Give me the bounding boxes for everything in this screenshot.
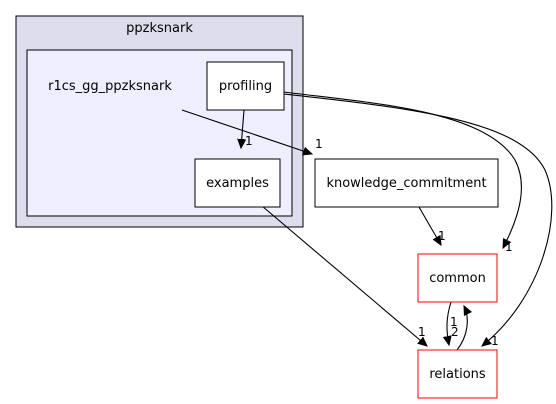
edge-profiling-relations <box>283 93 553 346</box>
node-relations-label: relations <box>429 367 486 382</box>
edge-label-profiling-examples: 1 <box>245 134 253 148</box>
edge-profiling-examples <box>241 109 244 148</box>
node-common-label: common <box>429 271 486 286</box>
edge-label-inner-knowledge: 1 <box>315 137 323 151</box>
edge-common-relations <box>447 301 451 345</box>
edge-label-examples-relations: 1 <box>418 325 426 339</box>
node-common[interactable]: common <box>417 253 498 303</box>
edge-label-common-relations: 1 <box>450 315 458 329</box>
cluster-ppzksnark-label: ppzksnark <box>126 21 193 36</box>
edge-label-relations-common: 2 <box>451 325 459 339</box>
edge-label-profiling-common: 1 <box>505 240 513 254</box>
node-knowledge-commitment-label: knowledge_commitment <box>326 176 486 191</box>
edge-profiling-common <box>283 91 522 248</box>
edge-label-profiling-relations: 1 <box>491 334 499 348</box>
node-examples[interactable]: examples <box>194 158 281 208</box>
edge-inner-knowledge <box>181 109 312 154</box>
edge-label-knowledge-common: 1 <box>438 229 446 243</box>
edge-examples-relations <box>261 205 427 346</box>
node-relations[interactable]: relations <box>417 349 498 399</box>
edge-relations-common <box>456 306 467 351</box>
edge-knowledge-common <box>418 206 441 245</box>
node-examples-label: examples <box>206 176 269 191</box>
node-profiling-label: profiling <box>219 79 272 94</box>
node-knowledge-commitment[interactable]: knowledge_commitment <box>314 158 499 208</box>
node-profiling[interactable]: profiling <box>206 61 285 111</box>
cluster-r1cs-gg-ppzksnark-label: r1cs_gg_ppzksnark <box>48 79 172 94</box>
